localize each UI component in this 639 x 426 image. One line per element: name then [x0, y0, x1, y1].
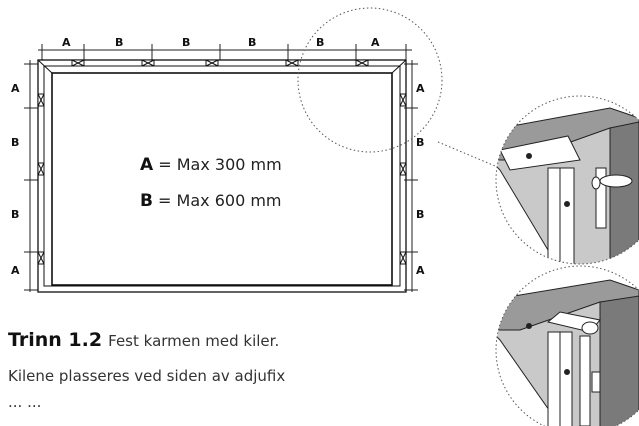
- dimension-label: B: [416, 208, 424, 221]
- dimension-label: B: [182, 36, 190, 49]
- magnifier-connector: [437, 141, 501, 169]
- wedge-marker: [37, 251, 45, 265]
- right-labels: A B B A: [416, 82, 425, 277]
- magnifier-circle: [297, 7, 443, 153]
- dimension-label: B: [248, 36, 256, 49]
- detail-view-top: [495, 95, 639, 265]
- legend-item-a: A = Max 300 mm: [140, 155, 282, 175]
- wedge-marker: [399, 162, 407, 176]
- dimension-label: A: [62, 36, 71, 49]
- wedge-marker: [285, 59, 299, 67]
- wedge-marker: [399, 93, 407, 107]
- dimension-label: A: [416, 82, 425, 95]
- dimension-label: A: [371, 36, 380, 49]
- top-labels: A B B B B A: [62, 36, 380, 49]
- wedge-marker: [71, 59, 85, 67]
- left-dimension-line: [24, 60, 38, 292]
- left-labels: A B B A: [11, 82, 20, 277]
- top-dimension-line: [38, 44, 412, 60]
- dimension-label: B: [316, 36, 324, 49]
- wedge-marker: [37, 93, 45, 107]
- step-body-continued: ... ...: [8, 393, 42, 411]
- dimension-label: B: [11, 208, 19, 221]
- detail-view-bottom: [495, 265, 639, 426]
- dimension-label: A: [416, 264, 425, 277]
- dimension-label: B: [416, 136, 424, 149]
- step-body: Kilene plasseres ved siden av adjufix: [8, 367, 286, 385]
- wedge-markers: [37, 59, 407, 265]
- wedge-marker: [205, 59, 219, 67]
- dimension-label: A: [11, 82, 20, 95]
- wedge-marker: [355, 59, 369, 67]
- wedge-marker: [399, 251, 407, 265]
- wedge-marker: [141, 59, 155, 67]
- dimension-label: B: [115, 36, 123, 49]
- dimension-label: B: [11, 136, 19, 149]
- step-description: Fest karmen med kiler.: [108, 332, 280, 350]
- step-heading: Trinn 1.2 Fest karmen med kiler.: [8, 329, 279, 351]
- legend-item-b: B = Max 600 mm: [140, 191, 282, 211]
- door-frame: [37, 59, 407, 293]
- wedge-marker: [37, 162, 45, 176]
- legend: A = Max 300 mm B = Max 600 mm: [140, 155, 282, 211]
- step-title: Trinn 1.2: [8, 329, 103, 351]
- dimension-label: A: [11, 264, 20, 277]
